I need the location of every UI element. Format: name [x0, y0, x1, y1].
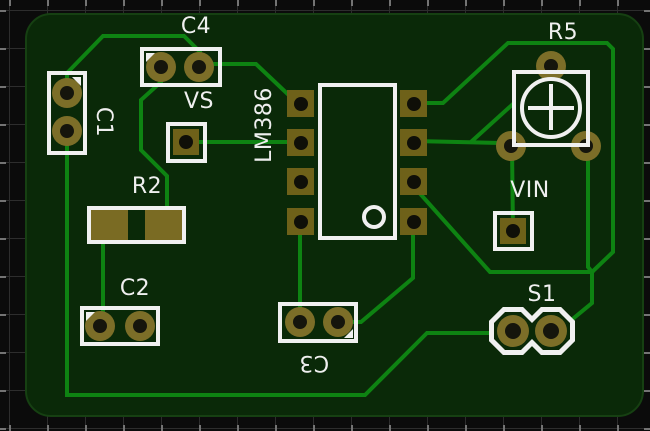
ic-pad-hole [407, 97, 421, 111]
c4-pad-2[interactable] [184, 52, 214, 82]
r5-outline[interactable] [512, 70, 590, 147]
c4-label: C4 [180, 14, 212, 39]
copper-trace[interactable] [412, 185, 594, 274]
c2-label: C2 [119, 276, 151, 301]
c1-pad-2-hole [60, 124, 74, 138]
ic-pad-left-4[interactable] [287, 208, 314, 235]
ruler-ticks-top [0, 0, 650, 6]
s1-pad-1-hole [505, 323, 521, 339]
ic-pad-hole [294, 136, 308, 150]
ic-pin1-marker [362, 205, 386, 229]
c3-pad-1-hole [293, 315, 307, 329]
r2-pad-1[interactable] [91, 210, 128, 240]
c3-pad-2-hole [331, 315, 345, 329]
r5-pad-top[interactable] [536, 51, 566, 81]
copper-trace[interactable] [65, 129, 508, 397]
c2-pad-1-hole [93, 319, 107, 333]
c3-outline[interactable] [278, 302, 358, 343]
ic-pad-left-1[interactable] [287, 90, 314, 117]
c4-pad-1-hole [154, 60, 168, 74]
c3-label: C3 [298, 350, 330, 375]
ic-pad-hole [294, 215, 308, 229]
ic-pad-hole [294, 175, 308, 189]
copper-trace[interactable] [413, 41, 615, 334]
vin-pad-hole [506, 224, 520, 238]
c3-pad-1[interactable] [285, 307, 315, 337]
vin-label: VIN [510, 178, 550, 203]
s1-pad-2[interactable] [535, 315, 567, 347]
copper-trace[interactable] [412, 138, 502, 146]
c3-pad-2[interactable] [323, 307, 353, 337]
vs-pad[interactable] [173, 129, 199, 155]
copper-trace[interactable] [586, 144, 595, 275]
vin-pad[interactable] [500, 218, 526, 244]
r2-outline[interactable] [87, 206, 186, 244]
ruler-ticks-left [0, 0, 6, 431]
c2-pad-2-hole [133, 319, 147, 333]
r5-label: R5 [547, 20, 579, 45]
ruler-ticks-right [644, 0, 650, 431]
s1-pad-1[interactable] [497, 315, 529, 347]
c4-polarity-notch [146, 53, 155, 62]
c1-pad-1-hole [60, 86, 74, 100]
c4-pad-2-hole [192, 60, 206, 74]
r5-cross-v [549, 84, 553, 130]
r5-rotor-circle [520, 77, 582, 139]
vs-pad-hole [179, 135, 193, 149]
c1-pad-2[interactable] [52, 116, 82, 146]
c2-outline[interactable] [80, 306, 160, 346]
ic-pad-right-4[interactable] [400, 208, 427, 235]
ic-pad-left-3[interactable] [287, 168, 314, 195]
vs-outline[interactable] [166, 122, 207, 163]
r2-label: R2 [131, 174, 163, 199]
ic-pad-right-3[interactable] [400, 168, 427, 195]
c1-label: C1 [91, 106, 116, 138]
s1-label: S1 [527, 282, 557, 307]
c2-pad-2[interactable] [125, 311, 155, 341]
ic-label: LM386 [252, 87, 277, 163]
c1-pad-1[interactable] [52, 78, 82, 108]
s1-pad-2-hole [543, 323, 559, 339]
ruler-ticks-bottom [0, 425, 650, 431]
ic-pad-hole [407, 215, 421, 229]
copper-trace[interactable] [469, 101, 516, 144]
ic-pad-right-1[interactable] [400, 90, 427, 117]
c1-polarity-notch [72, 77, 81, 86]
ic-pad-hole [407, 136, 421, 150]
c4-outline[interactable] [140, 47, 222, 87]
ic-outline[interactable] [318, 83, 397, 240]
copper-trace[interactable] [509, 145, 516, 234]
vin-outline[interactable] [493, 211, 534, 251]
c1-outline[interactable] [47, 71, 87, 155]
vs-label: VS [183, 89, 215, 114]
c3-polarity-notch [344, 329, 353, 338]
c2-polarity-notch [86, 312, 95, 321]
r2-pad-2[interactable] [145, 210, 182, 240]
ic-pad-hole [294, 97, 308, 111]
ic-pad-right-2[interactable] [400, 129, 427, 156]
ic-pad-hole [407, 175, 421, 189]
ic-pad-left-2[interactable] [287, 129, 314, 156]
r5-pad-top-hole [544, 59, 558, 73]
